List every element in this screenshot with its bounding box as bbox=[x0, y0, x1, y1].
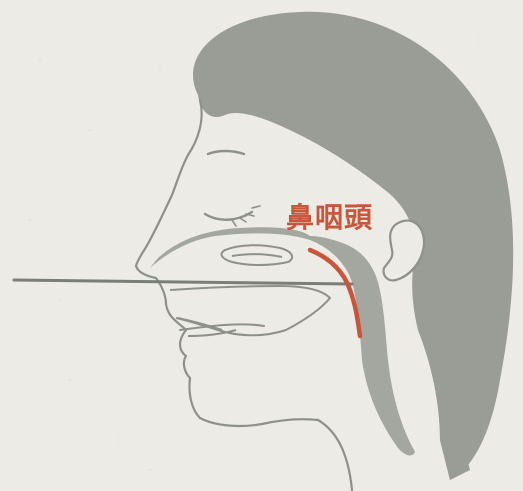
eyebrow bbox=[208, 151, 244, 154]
face-profile bbox=[136, 100, 318, 426]
nasopharynx-label: 鼻咽頭 bbox=[286, 196, 373, 236]
neck-front bbox=[318, 420, 352, 490]
nasal-turbinates bbox=[221, 245, 292, 265]
swab-stick bbox=[14, 280, 352, 284]
eye-closed bbox=[205, 212, 252, 220]
